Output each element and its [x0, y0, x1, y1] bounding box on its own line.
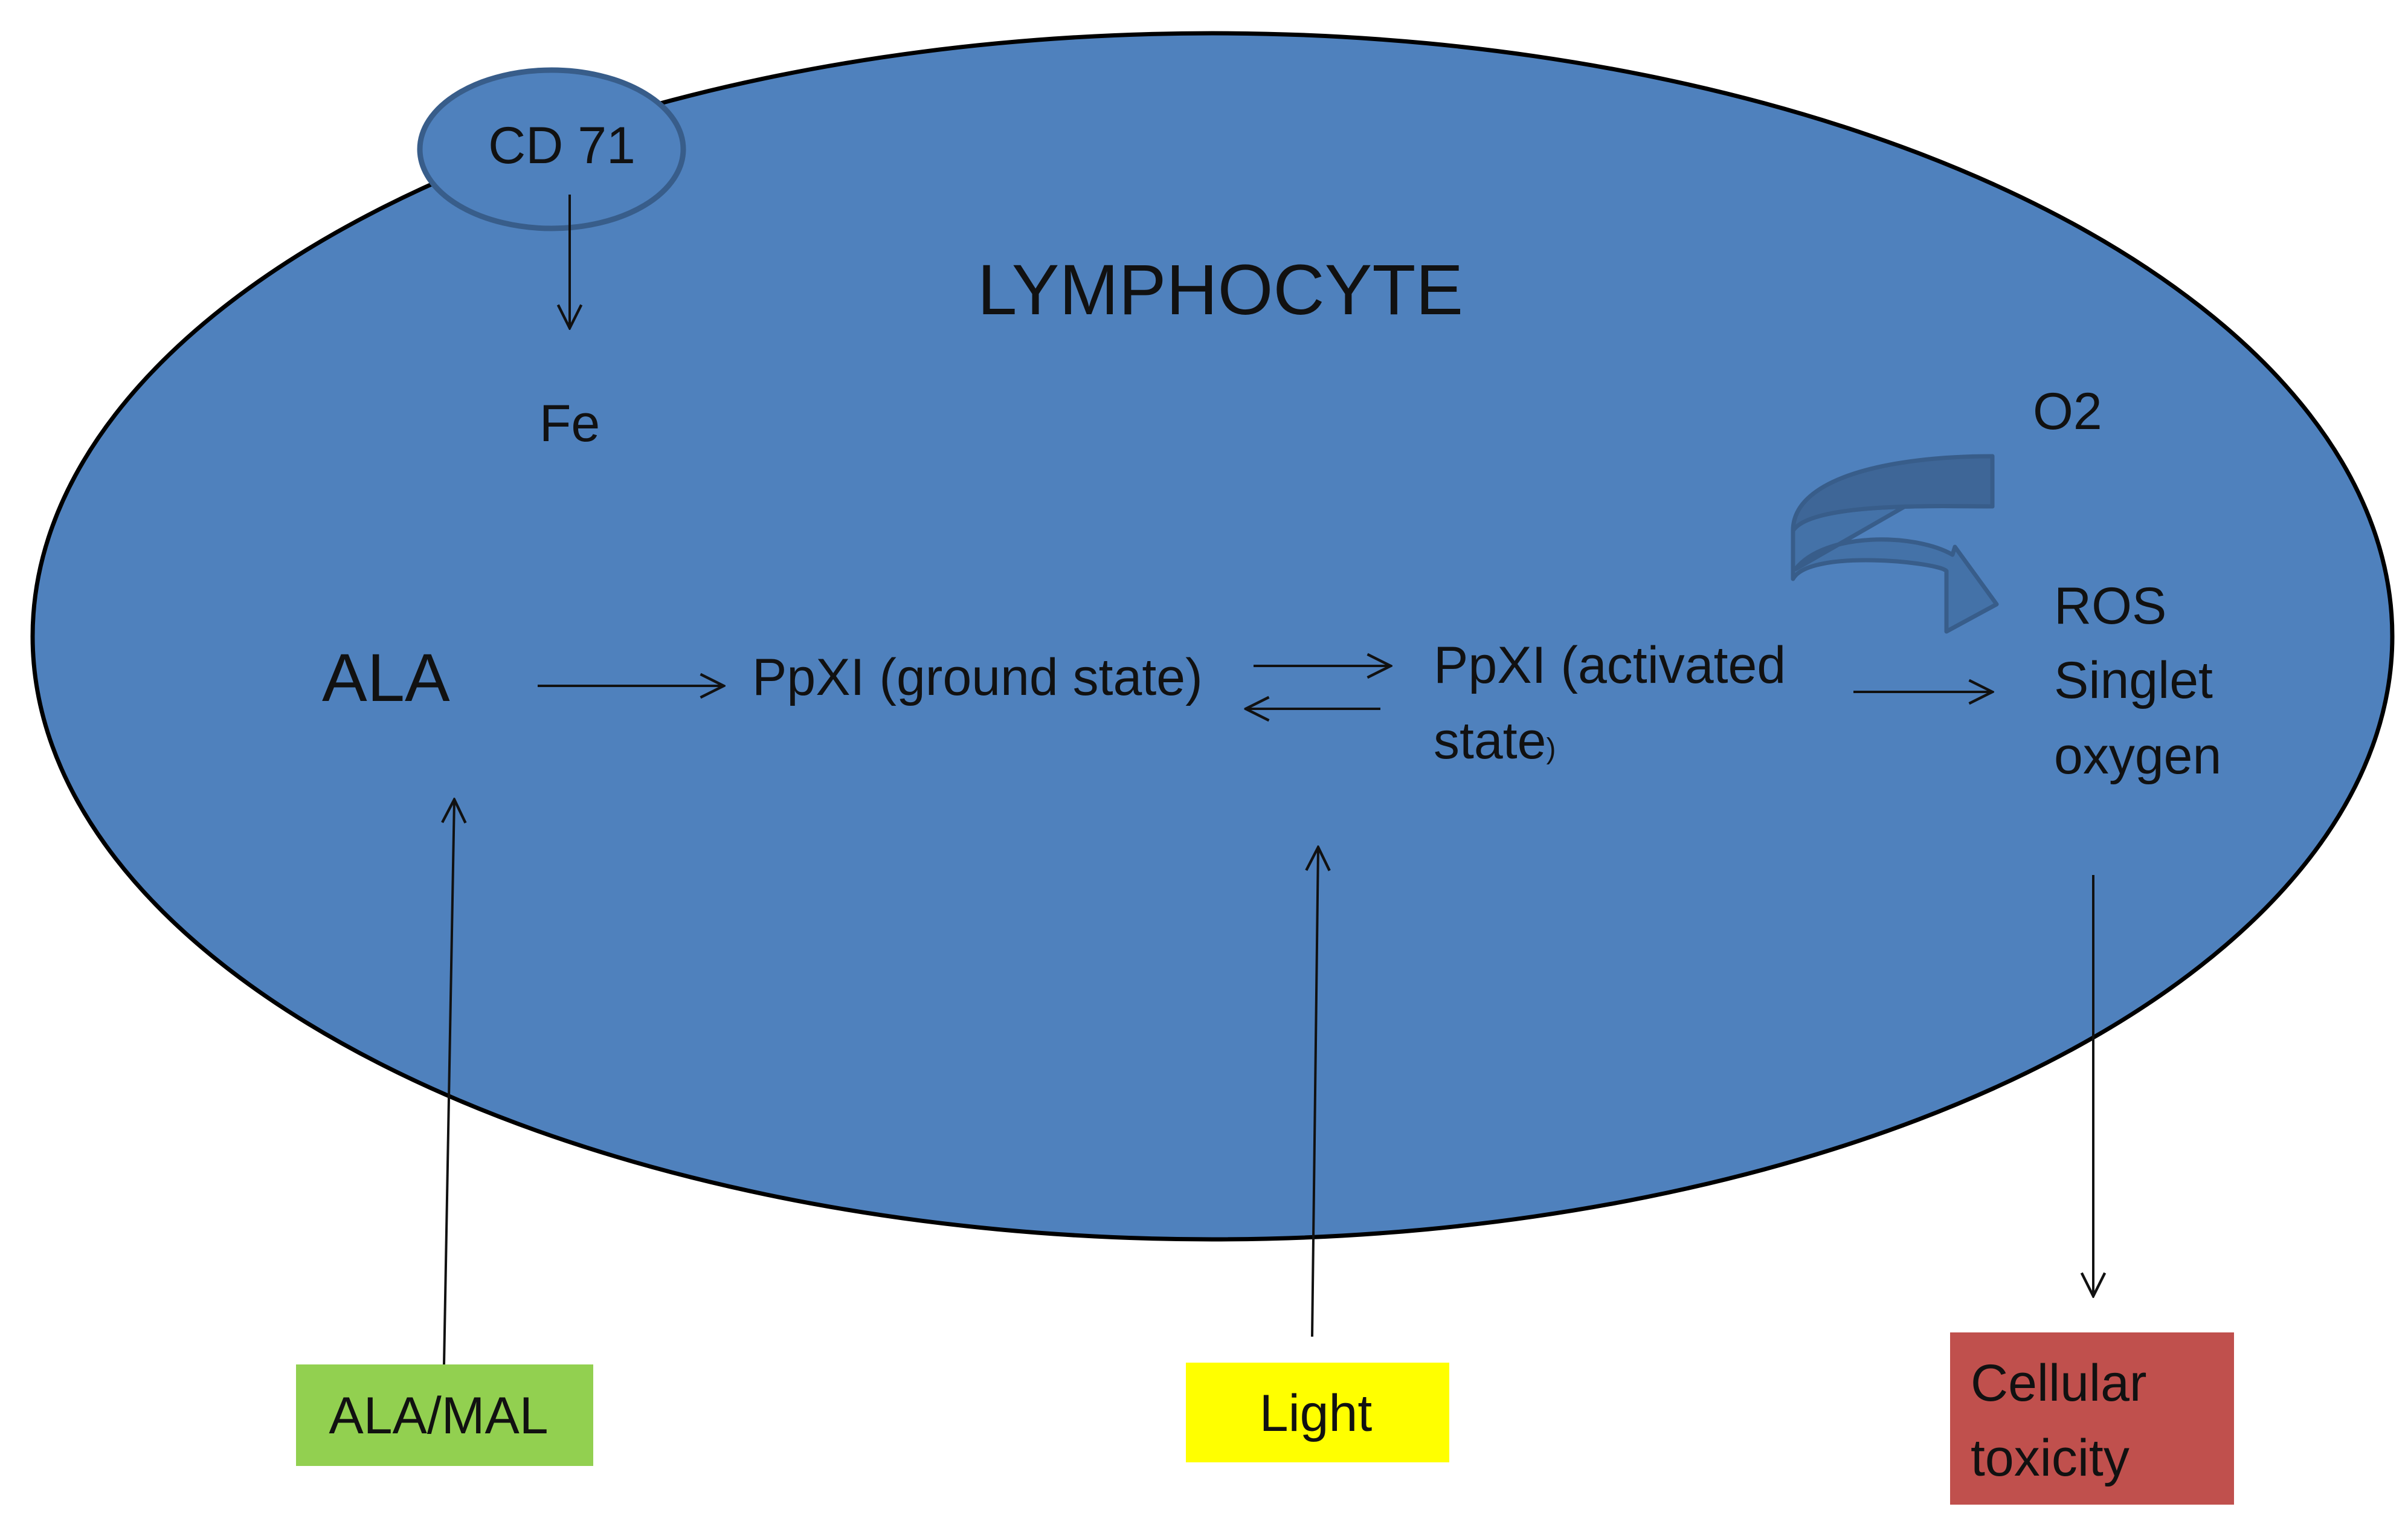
- light-to-activated-arrow: [1312, 847, 1318, 1337]
- ppxi-activated-paren: ): [1546, 733, 1556, 765]
- toxicity-label-line2: toxicity: [1971, 1429, 2130, 1487]
- singlet-label: Singlet: [2054, 651, 2213, 709]
- oxygen-label: oxygen: [2054, 727, 2221, 785]
- lymphocyte-cell: [30, 31, 2395, 1242]
- ppxi-activated-label-line1: PpXI (activated: [1434, 636, 1786, 694]
- toxicity-label-line1: Cellular: [1971, 1354, 2147, 1412]
- ala-mal-label: ALA/MAL: [329, 1387, 548, 1445]
- oxygen-cycle-arrow: [1791, 454, 1999, 634]
- ala-mal-box: [296, 1364, 593, 1466]
- cd71-label: CD 71: [488, 117, 636, 175]
- ala-mal-to-ala-arrow: [444, 799, 454, 1365]
- light-label: Light: [1260, 1384, 1373, 1442]
- o2-label: O2: [2033, 383, 2102, 441]
- ppxi-activated-label-line2: state): [1434, 712, 1556, 770]
- fe-label: Fe: [539, 395, 600, 453]
- cd71-receptor: [417, 67, 686, 231]
- ros-label: ROS: [2054, 577, 2166, 635]
- ppxi-ground-label: PpXI (ground state): [752, 648, 1203, 706]
- light-box: [1186, 1363, 1449, 1462]
- toxicity-box: [1950, 1332, 2234, 1505]
- lymphocyte-title: LYMPHOCYTE: [977, 250, 1463, 330]
- ala-label: ALA: [322, 640, 450, 715]
